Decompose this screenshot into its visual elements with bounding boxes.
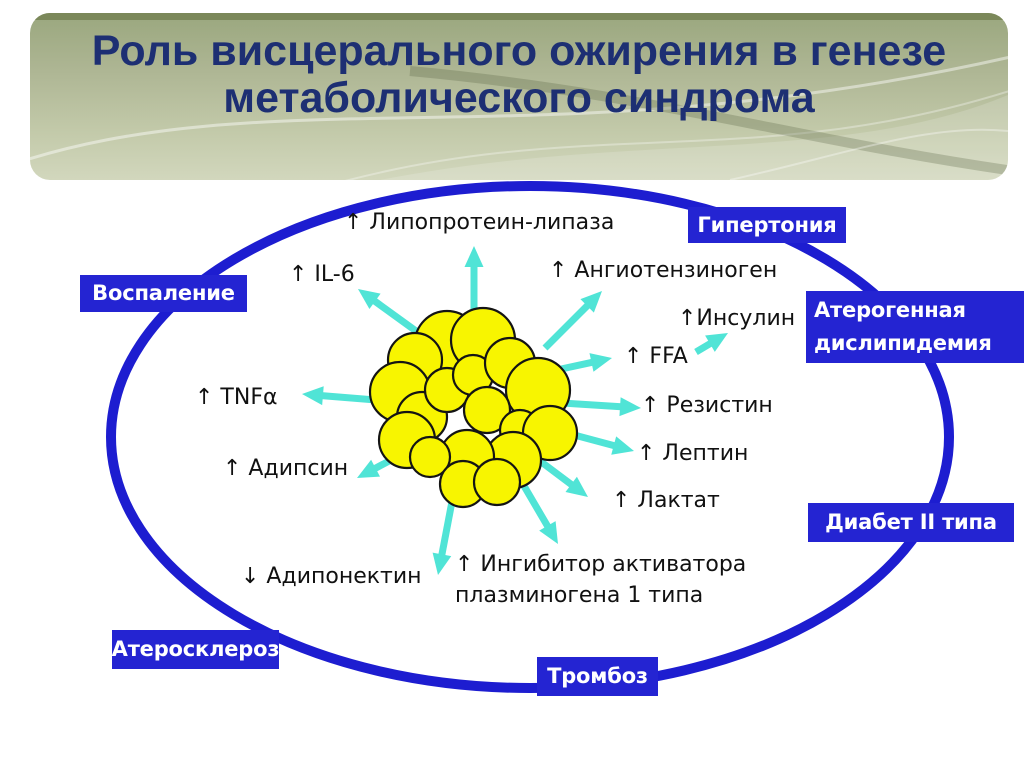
arrow-to-adipsin-head xyxy=(357,459,381,478)
fat-cell xyxy=(462,385,512,435)
banner-top-strip xyxy=(30,13,1008,20)
outcome-diabetes: Диабет II типа xyxy=(808,503,1014,542)
banner-swoosh-decoration xyxy=(30,55,1008,180)
outcome-atherosclerosis: Атеросклероз xyxy=(112,630,280,669)
slide-title: Роль висцерального ожирения в генезе мет… xyxy=(30,28,1008,122)
arrow-ffa-to-insulin-head xyxy=(705,333,728,352)
fat-cell xyxy=(472,457,522,507)
outcome-hypertension: Гипертония xyxy=(688,207,846,243)
arrow-to-tnf-alpha-head xyxy=(302,386,324,406)
arrow-to-resistin-head xyxy=(619,397,641,417)
factor-adiponectin: ↓ Адипонектин xyxy=(241,564,422,589)
title-banner: Роль висцерального ожирения в генезе мет… xyxy=(30,13,1008,180)
outcome-thrombosis: Тромбоз xyxy=(537,657,658,696)
factor-angiotensinogen: ↑ Ангиотензиноген xyxy=(549,258,778,283)
factor-resistin: ↑ Резистин xyxy=(641,393,773,418)
factor-pai-1: ↑ Ингибитор активатора плазминогена 1 ти… xyxy=(455,552,747,608)
arrow-to-adiponectin-head xyxy=(432,552,452,575)
factor-ffa: ↑ FFA xyxy=(624,344,688,369)
factor-tnf-alpha: ↑ TNFα xyxy=(195,385,278,410)
arrow-to-ffa-head xyxy=(589,353,612,372)
arrow-to-pai-1-head xyxy=(539,521,558,544)
metabolic-syndrome-ellipse xyxy=(106,181,954,693)
arrow-to-leptin-head xyxy=(611,436,634,455)
factor-lactate: ↑ Лактат xyxy=(612,488,720,513)
fat-cell-cluster xyxy=(368,306,579,509)
fat-cell xyxy=(408,435,452,479)
arrow-to-lactate-head xyxy=(565,476,588,497)
outcome-dyslipidemia: Атерогенная дислипидемия xyxy=(806,291,1024,363)
arrow-to-lipoprotein-lipase-head xyxy=(464,246,484,267)
arrow-to-angiotensinogen-shaft xyxy=(542,297,596,351)
slide-title-line1: Роль висцерального ожирения в генезе xyxy=(91,27,947,75)
factor-adipsin: ↑ Адипсин xyxy=(223,456,349,481)
slide-title-line2: метаболического синдрома xyxy=(223,74,815,122)
factor-insulin: ↑Инсулин xyxy=(678,306,796,331)
outcome-inflammation: Воспаление xyxy=(80,275,247,312)
arrow-to-angiotensinogen-head xyxy=(580,291,602,313)
factor-leptin: ↑ Лептин xyxy=(637,441,749,466)
factor-il-6: ↑ IL-6 xyxy=(289,262,355,287)
factor-lipoprotein-lipase: ↑ Липопротеин-липаза xyxy=(344,210,615,235)
arrow-to-il-6-head xyxy=(358,289,381,310)
